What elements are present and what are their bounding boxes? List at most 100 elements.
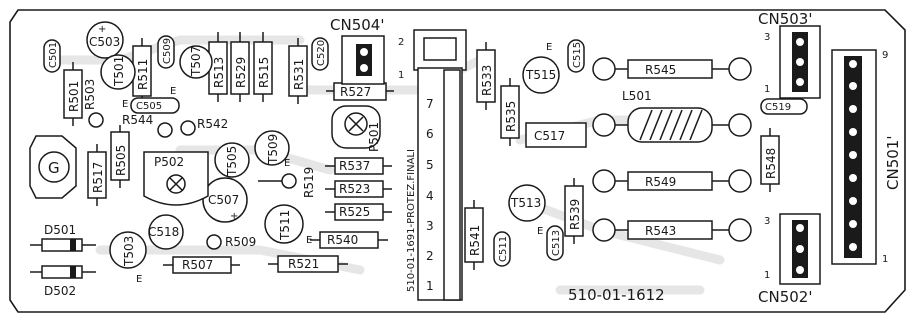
resistor-r527: R527 [326,82,394,101]
label-r537: R537 [339,159,370,173]
resistor-r505: R505 [110,125,130,188]
inductor-l501: L501 [592,89,752,143]
label-cn501-pin1: 1 [882,254,888,265]
transistor-t509: T509 E [254,130,290,169]
label-t507: T507 [189,46,203,77]
label-cn504-pin1: 1 [398,70,404,81]
resistor-r509: R509 [206,234,256,250]
label-cn503-pin1: 1 [764,84,770,95]
label-r541: R541 [468,225,482,256]
label-r529: R529 [234,57,248,88]
label-r503: R503 [83,79,97,110]
connector-cn503: CN503' 3 1 [758,10,821,99]
resistor-r539: R539 [564,178,584,244]
label-connector-strip: 510-01-1691-PROTEZ.FINALI [406,149,417,292]
label-c505: C505 [136,101,162,112]
label-strip-pin1: 1 [426,279,434,293]
resistor-r515: R515 [253,32,273,102]
label-g: G [48,159,60,177]
label-d502: D502 [44,284,76,298]
label-r525: R525 [339,205,370,219]
capacitor-c517: C517 [525,122,587,148]
connector-cn504: CN504' 2 1 [330,16,404,85]
capacitor-c505: C505 [130,97,180,114]
label-r515: R515 [257,57,271,88]
label-strip-pin6: 6 [426,127,434,141]
label-r535: R535 [504,101,518,132]
label-t511: T511 [278,210,292,241]
label-strip-pin3: 3 [426,219,434,233]
resistor-r507: R507 [163,256,240,274]
label-cn502: CN502' [758,288,812,306]
resistor-r543: R543 [592,218,752,242]
capacitor-c515: C515 [567,39,585,73]
label-d501: D501 [44,223,76,237]
capacitor-c501: C501 [43,39,61,73]
capacitor-c509: C509 [157,35,175,69]
label-r542: R542 [197,117,228,131]
capacitor-c507: C507 + [202,177,248,223]
resistor-r542: R542 [180,117,228,136]
resistor-r517: R517 [87,144,107,206]
diode-d502: D502 [30,265,96,298]
label-c518: C518 [148,225,179,239]
label-r539: R539 [568,199,582,230]
label-p501: P501 [367,122,381,152]
resistor-r529: R529 [230,32,250,102]
label-p502: P502 [154,155,184,169]
connector-cn501: 9 1 CN501' [831,49,902,265]
board-outline [9,9,906,313]
capacitor-c520: C520 [311,37,329,71]
label-c513: C513 [551,230,562,256]
label-r548: R548 [764,148,778,179]
label-r511: R511 [136,59,150,90]
capacitor-c511: C511 [493,231,511,267]
label-r544: R544 [122,113,153,127]
resistor-r511: R511 [132,38,152,104]
diode-d501: D501 [30,223,96,252]
label-strip-pin4: 4 [426,189,434,203]
resistor-r525: R525 [325,203,392,221]
resistor-r545: R545 [592,57,752,81]
label-c507-plus: + [230,211,238,222]
label-cn501-pin9: 9 [882,50,888,61]
resistor-r531: R531 [288,38,308,104]
resistor-r537: R537 [325,157,392,175]
label-t503: T503 [122,236,136,267]
potentiometer-p501: P501 [331,105,381,152]
transistor-t501: T501 E [100,54,136,110]
label-c509: C509 [162,38,173,64]
capacitor-c513: C513 [546,225,564,261]
label-c520: C520 [316,40,327,66]
generator-g: G [29,135,77,199]
connector-strip-protez: 510-01-1691-PROTEZ.FINALI 7 6 5 4 3 2 1 [406,29,467,301]
label-c517: C517 [534,129,565,143]
transistor-t507: T507 E [170,45,213,97]
label-c519: C519 [765,102,791,113]
label-l501: L501 [622,89,652,103]
label-t505: T505 [225,146,239,177]
label-r501: R501 [67,81,81,112]
label-r519: R519 [302,167,316,198]
label-c503: C503 [89,35,120,49]
label-r507: R507 [182,258,213,272]
label-c507: C507 [208,193,239,207]
potentiometer-p502: P502 [143,151,209,206]
label-c515: C515 [572,42,583,68]
label-r531: R531 [292,59,306,90]
label-t513-e: E [537,226,543,237]
transistor-t505: T505 [214,142,250,178]
label-cn504-pin2: 2 [398,37,404,48]
label-strip-pin5: 5 [426,158,434,172]
label-t501: T501 [112,56,126,87]
resistor-r523: R523 [325,180,392,198]
label-strip-pin2: 2 [426,249,434,263]
label-r505: R505 [114,145,128,176]
capacitor-c518: C518 [148,214,184,250]
label-r540: R540 [327,233,358,247]
resistor-r549: R549 [592,169,752,193]
label-t513: T513 [510,196,541,210]
label-t503-e: E [136,274,142,285]
label-t509: T509 [266,134,280,165]
